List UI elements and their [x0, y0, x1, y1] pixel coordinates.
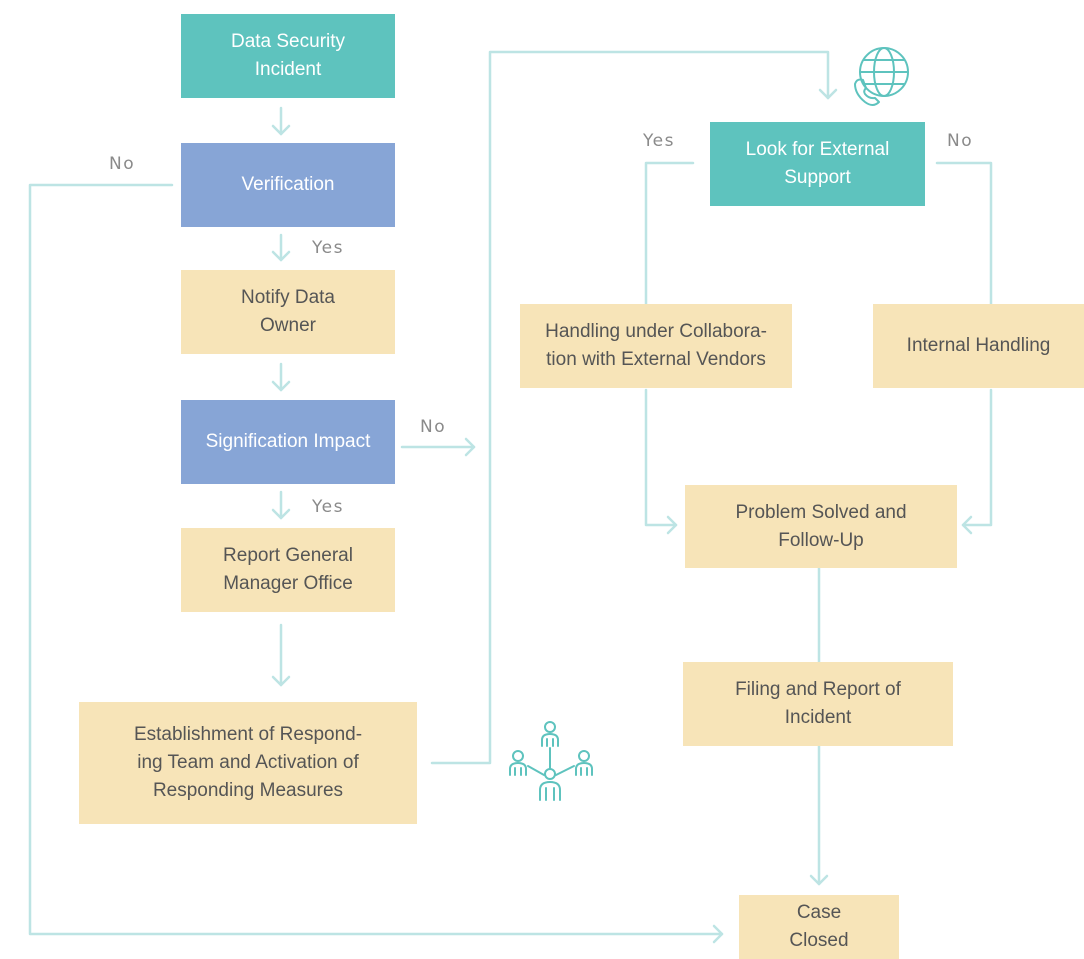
globe-phone-icon: [854, 47, 909, 106]
connector-external-yes: [644, 161, 695, 306]
connector-establishment-to-external-support: [430, 50, 838, 765]
node-data-security-incident: Data Security Incident: [181, 14, 395, 98]
label-impact-no: No: [420, 417, 447, 437]
node-report-general-manager: Report General Manager Office: [181, 528, 395, 612]
label-external-yes: Yes: [643, 131, 675, 151]
node-handling-collaboration: Handling under Collabora- tion with Exte…: [520, 304, 792, 388]
connector-collaboration-to-problem: [644, 388, 678, 535]
node-look-external-support: Look for External Support: [710, 122, 925, 206]
node-internal-handling: Internal Handling: [873, 304, 1084, 388]
label-impact-yes: Yes: [312, 497, 344, 517]
connector-verification-no-to-case-closed: [28, 183, 724, 944]
node-signification-impact: Signification Impact: [181, 400, 395, 484]
node-filing-report: Filing and Report of Incident: [683, 662, 953, 746]
arrow-report-to-establishment: [271, 623, 291, 687]
node-verification: Verification: [181, 143, 395, 227]
team-network-icon: [509, 721, 593, 801]
label-verification-yes: Yes: [312, 238, 344, 258]
node-case-closed: Case Closed: [739, 895, 899, 959]
label-external-no: No: [947, 131, 974, 151]
arrow-notify-to-impact: [271, 362, 291, 392]
label-verification-no: No: [109, 154, 136, 174]
arrow-incident-to-verification: [271, 106, 291, 136]
arrow-impact-to-report: [271, 490, 291, 520]
node-establishment-team: Establishment of Respond- ing Team and A…: [79, 702, 417, 824]
connector-impact-no: [400, 437, 476, 457]
node-problem-solved: Problem Solved and Follow-Up: [685, 485, 957, 568]
arrow-verification-to-notify: [271, 233, 291, 262]
connector-internal-to-problem: [961, 388, 993, 535]
node-notify-data-owner: Notify Data Owner: [181, 270, 395, 354]
connector-external-no: [935, 161, 993, 306]
